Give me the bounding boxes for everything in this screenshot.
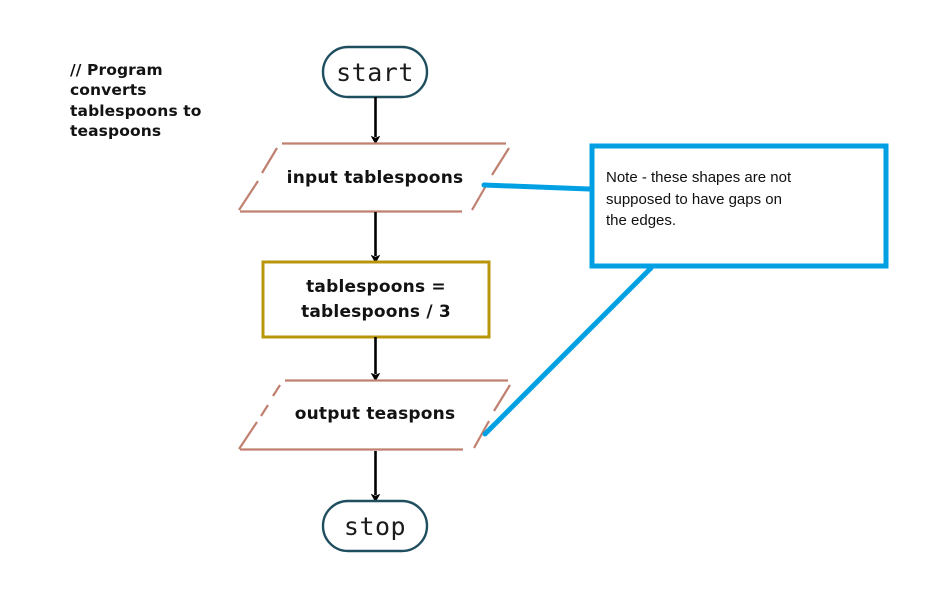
start-terminator-shape[interactable] xyxy=(321,45,429,99)
output-parallelogram-shape[interactable] xyxy=(238,379,511,451)
input-shape-hit-area[interactable] xyxy=(240,142,510,213)
program-comment-text: // Program converts tablespoons to teasp… xyxy=(70,61,202,141)
note-leader-to-input xyxy=(481,182,592,192)
input-parallelogram-shape[interactable] xyxy=(238,142,510,213)
stop-terminator-shape[interactable] xyxy=(321,499,429,553)
note-leader-to-output xyxy=(482,265,654,437)
note-callout-box[interactable] xyxy=(589,143,889,269)
process-rectangle-shape[interactable] xyxy=(261,260,491,339)
note-callout-text: Note - these shapes are not supposed to … xyxy=(606,169,792,230)
output-shape-hit-area[interactable] xyxy=(240,378,510,450)
